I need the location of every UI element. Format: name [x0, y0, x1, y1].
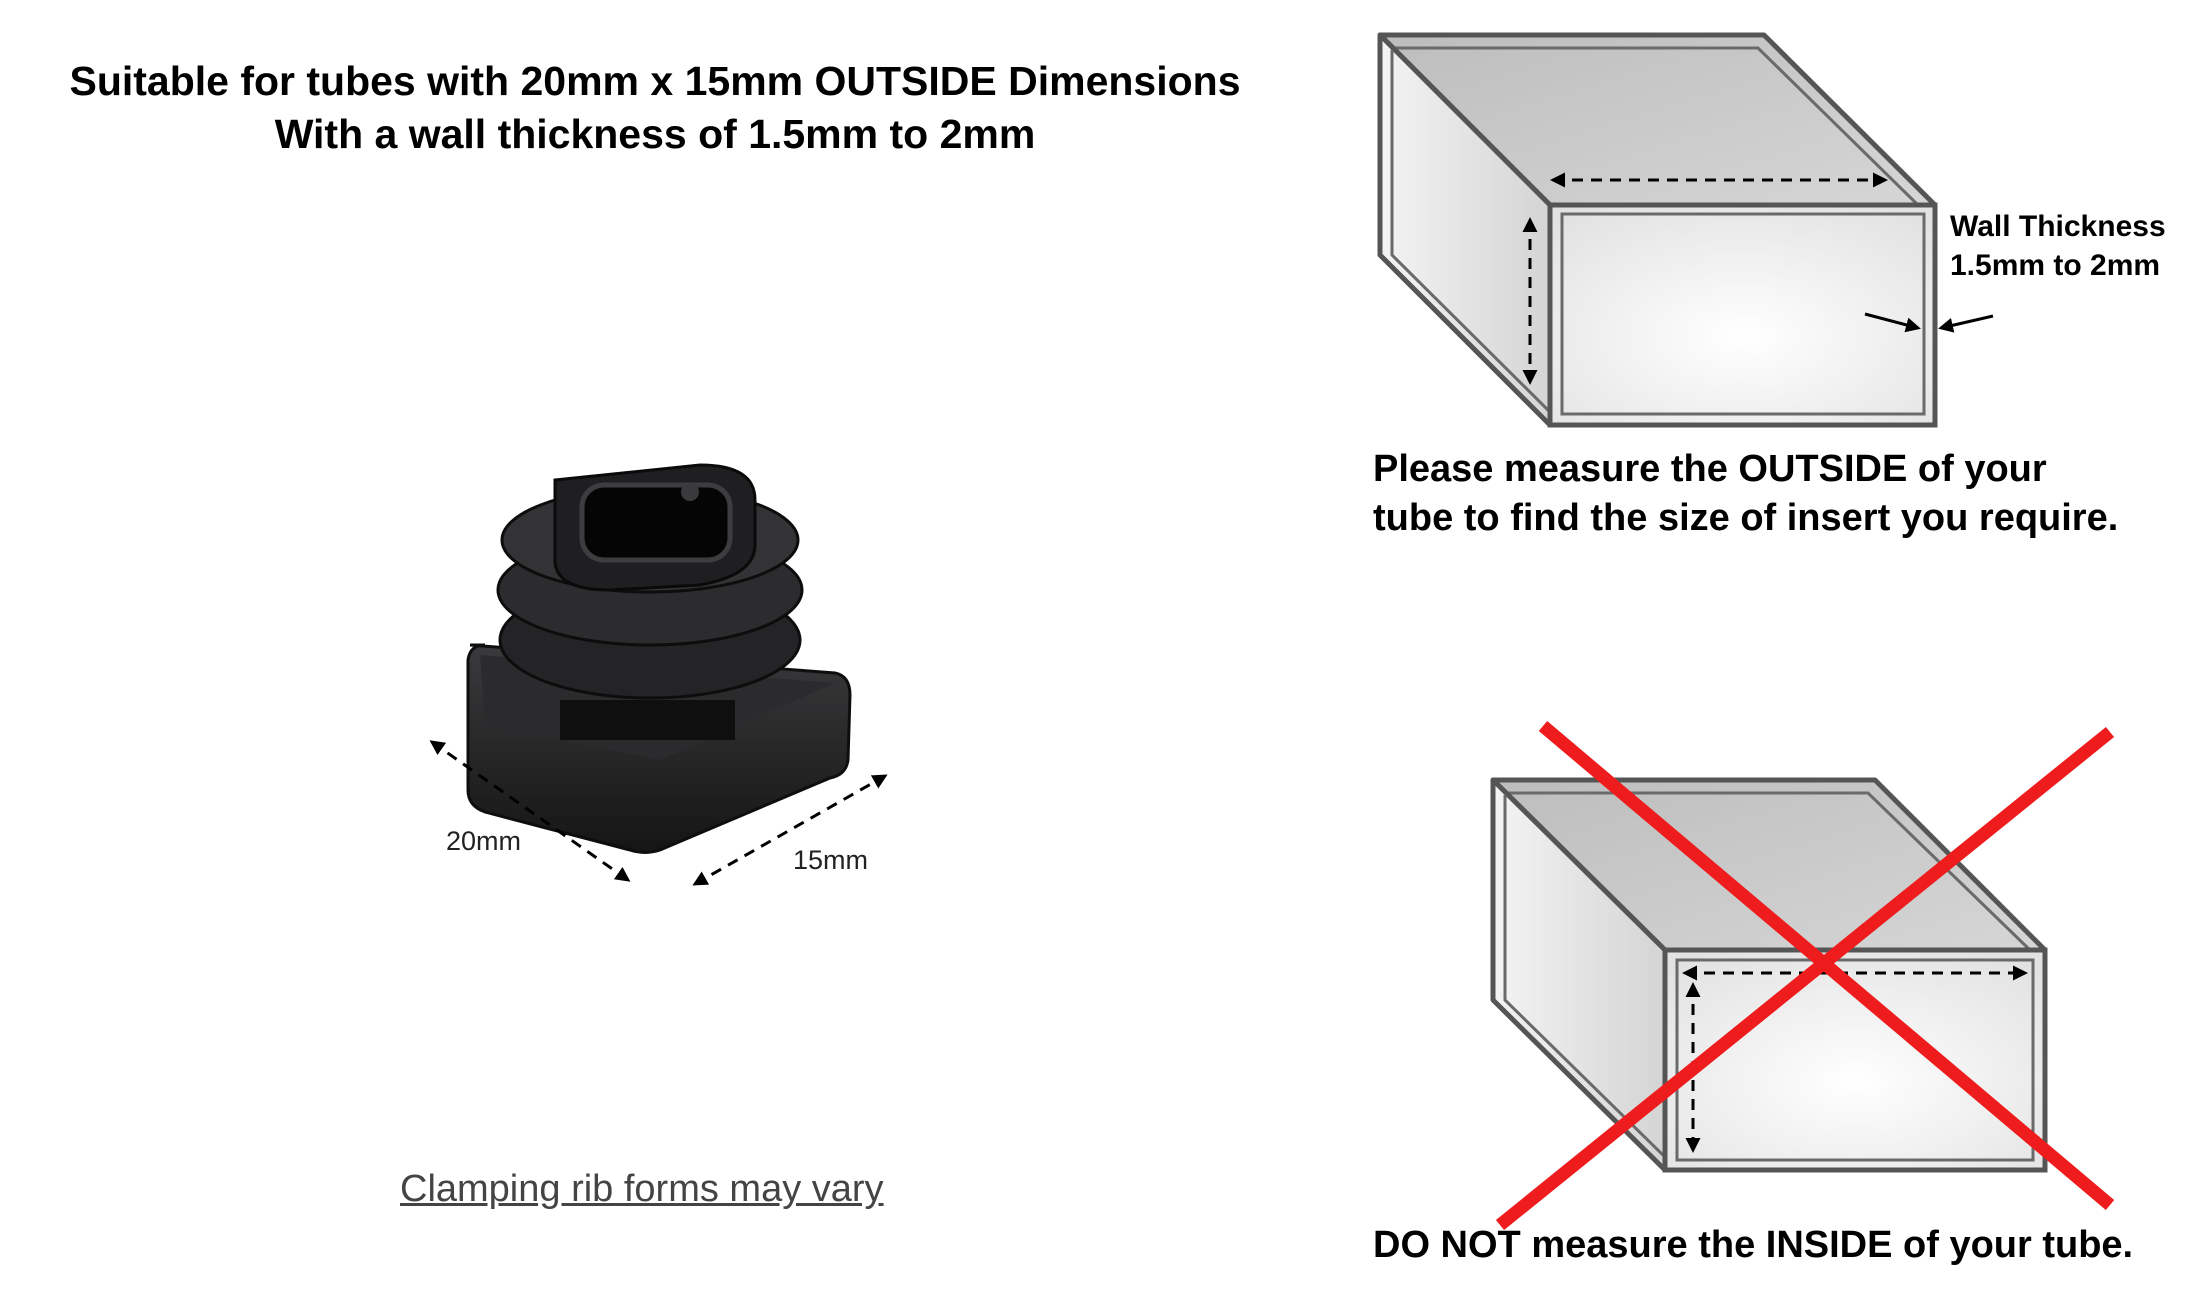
wall-thickness-label: Wall Thickness 1.5mm to 2mm — [1950, 207, 2166, 285]
tube-inside-diagram — [1490, 777, 2048, 1173]
outside-caption: Please measure the OUTSIDE of your tube … — [1373, 445, 2118, 543]
red-cross-icon — [1495, 721, 2115, 1231]
tube-insert-photo — [466, 463, 852, 854]
tube-end-face — [1547, 202, 1938, 428]
wall-thickness-range: 1.5mm to 2mm — [1950, 249, 2161, 282]
dim-label-15mm: 15mm — [793, 845, 869, 875]
dim-label-20mm: 20mm — [446, 826, 522, 856]
wall-thickness-title: Wall Thickness — [1950, 210, 2166, 243]
inside-caption: DO NOT measure the INSIDE of your tube. — [1373, 1224, 2134, 1266]
wall-arrow-left — [1864, 312, 1921, 333]
outside-caption-line-2: tube to find the size of insert you requ… — [1373, 497, 2119, 539]
dim-arrow-20mm — [429, 740, 631, 882]
tube-outside-diagram — [1377, 32, 1994, 428]
wall-arrow-right — [1938, 314, 1994, 333]
insert-nub — [681, 483, 699, 501]
heading-line-1: Suitable for tubes with 20mm x 15mm OUTS… — [69, 58, 1241, 104]
outside-caption-line-1: Please measure the OUTSIDE of your — [1373, 448, 2047, 490]
insert-opening — [579, 482, 733, 563]
heading: Suitable for tubes with 20mm x 15mm OUTS… — [20, 55, 1290, 161]
heading-line-2: With a wall thickness of 1.5mm to 2mm — [274, 111, 1036, 157]
clamping-rib-note: Clamping rib forms may vary — [400, 1168, 884, 1210]
insert-stem — [560, 700, 735, 740]
